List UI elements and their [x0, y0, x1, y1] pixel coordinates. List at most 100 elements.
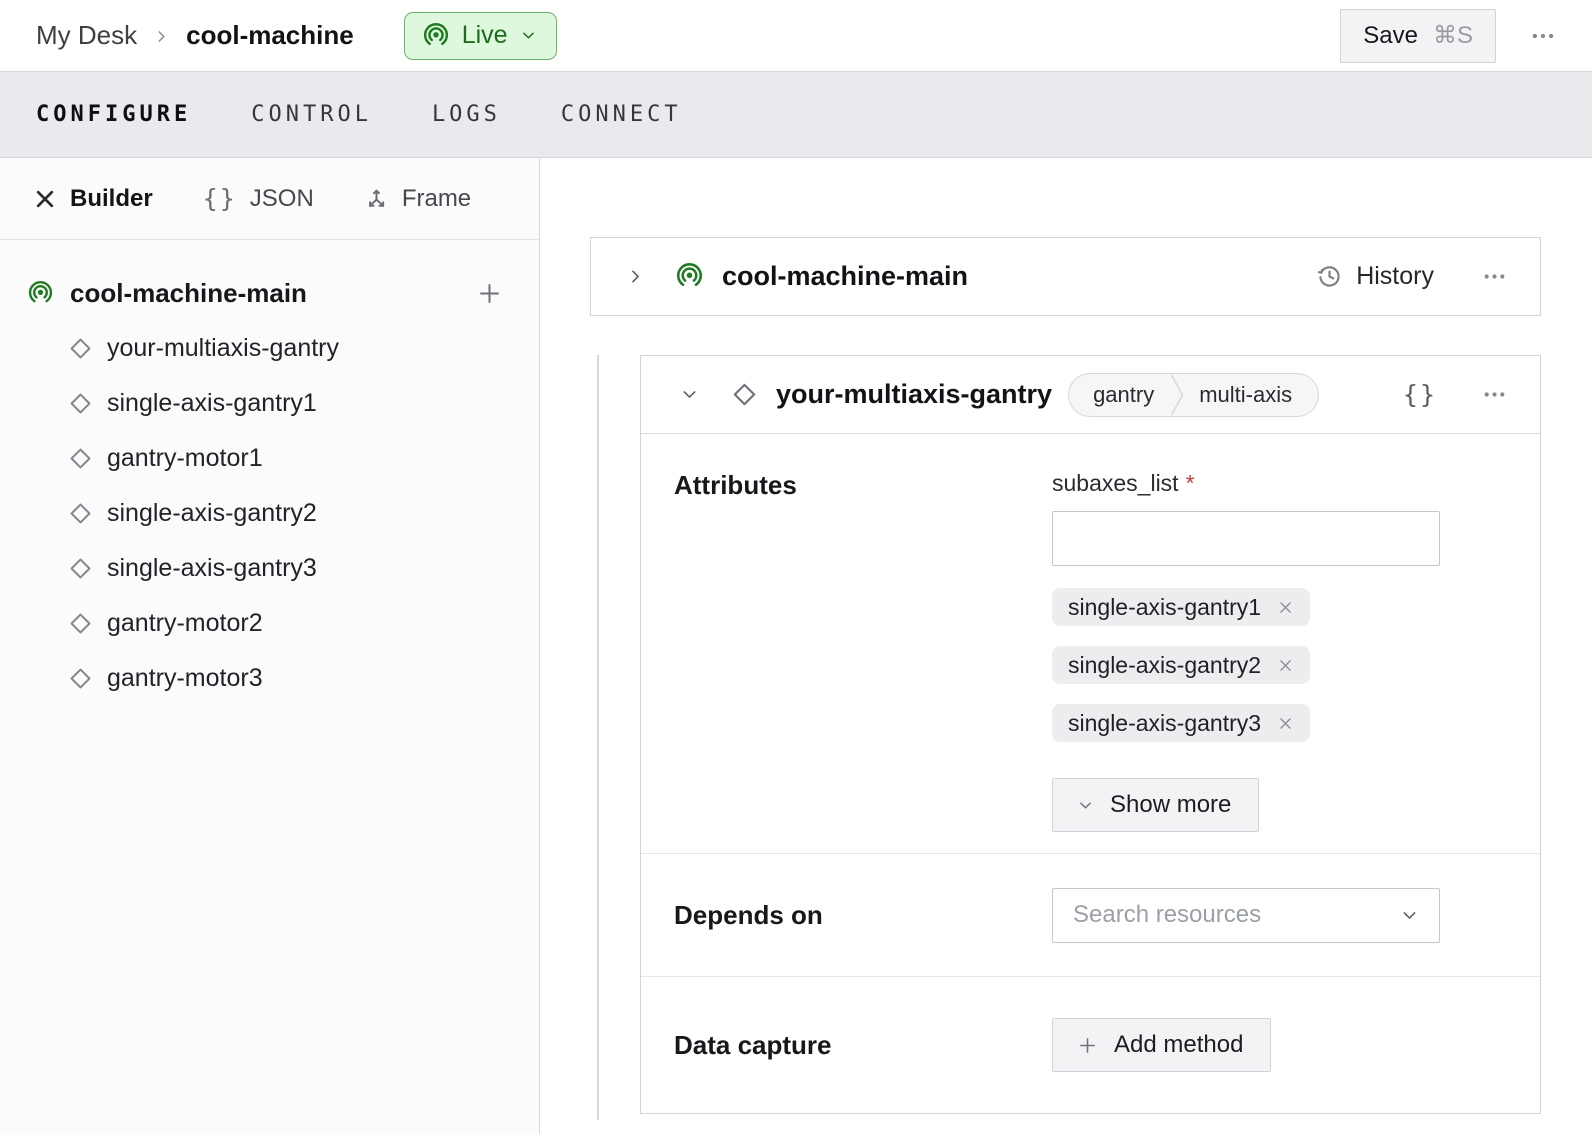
tag-gantry: gantry	[1069, 374, 1170, 416]
frame-axes-icon	[364, 186, 389, 211]
history-clock-icon	[1316, 263, 1343, 290]
plus-icon	[476, 280, 503, 307]
tree-root-label: cool-machine-main	[70, 278, 307, 309]
subaxes-field-name: subaxes_list	[1052, 470, 1179, 496]
chevron-right-icon	[626, 267, 645, 286]
tree-item-single-axis-gantry1[interactable]: single-axis-gantry1	[0, 376, 539, 431]
breadcrumb: My Desk cool-machine	[36, 20, 354, 51]
machine-card-title: cool-machine-main	[722, 261, 968, 292]
tree-item-your-multiaxis-gantry[interactable]: your-multiaxis-gantry	[0, 321, 539, 376]
add-resource-button[interactable]	[476, 280, 503, 307]
resource-type-tags: gantry multi-axis	[1068, 373, 1319, 417]
live-status-label: Live	[462, 21, 508, 50]
view-builder-label: Builder	[70, 185, 153, 213]
tree-item-label: gantry-motor1	[107, 444, 263, 473]
json-mode-toggle-button[interactable]: {}	[1403, 380, 1437, 409]
tab-control[interactable]: CONTROL	[251, 102, 372, 127]
component-diamond-icon	[68, 556, 93, 581]
chevron-down-icon	[520, 27, 537, 44]
subaxes-field-label: subaxes_list *	[1052, 470, 1440, 496]
chip-single-axis-gantry2: single-axis-gantry2	[1052, 646, 1310, 684]
machine-card-menu-button[interactable]	[1474, 256, 1515, 297]
tree-item-gantry-motor3[interactable]: gantry-motor3	[0, 651, 539, 706]
add-method-label: Add method	[1114, 1031, 1243, 1059]
data-capture-heading: Data capture	[674, 1030, 1052, 1061]
tree-item-single-axis-gantry3[interactable]: single-axis-gantry3	[0, 541, 539, 596]
attributes-section: Attributes subaxes_list * single-axis-gan…	[641, 434, 1540, 854]
config-main-panel: cool-machine-main History your-mul	[540, 158, 1592, 1134]
chevron-right-icon	[153, 28, 170, 45]
component-diamond-icon	[68, 611, 93, 636]
save-shortcut-hint: ⌘S	[1433, 21, 1473, 50]
component-diamond-icon	[68, 336, 93, 361]
expand-machine-card-button[interactable]	[618, 259, 653, 294]
tree-item-label: single-axis-gantry3	[107, 554, 317, 583]
tag-separator-chevron	[1170, 374, 1185, 416]
subaxes-chip-list: single-axis-gantry1 single-axis-gantry2	[1052, 588, 1440, 742]
tag-multi-axis: multi-axis	[1185, 374, 1318, 416]
view-tab-json[interactable]: {} JSON	[203, 184, 314, 213]
subaxes-input[interactable]	[1052, 511, 1440, 566]
chevron-down-icon	[1400, 906, 1419, 925]
resource-card-title: your-multiaxis-gantry	[776, 379, 1052, 410]
show-more-button[interactable]: Show more	[1052, 778, 1259, 832]
chevron-down-icon	[680, 385, 699, 404]
tree-item-gantry-motor2[interactable]: gantry-motor2	[0, 596, 539, 651]
tab-configure[interactable]: CONFIGURE	[36, 102, 191, 127]
view-tab-builder[interactable]: Builder	[33, 185, 153, 213]
component-diamond-icon	[68, 446, 93, 471]
history-button[interactable]: History	[1316, 262, 1434, 291]
save-button[interactable]: Save ⌘S	[1340, 9, 1496, 63]
remove-chip-button[interactable]	[1274, 712, 1297, 735]
tree-item-label: gantry-motor2	[107, 609, 263, 638]
chip-single-axis-gantry3: single-axis-gantry3	[1052, 704, 1310, 742]
add-method-button[interactable]: Add method	[1052, 1018, 1271, 1072]
data-capture-section: Data capture Add method	[641, 977, 1540, 1113]
close-icon	[1276, 714, 1295, 733]
breadcrumb-parent-link[interactable]: My Desk	[36, 20, 137, 51]
tree-item-machine-root[interactable]: cool-machine-main	[0, 265, 539, 321]
collapse-resource-card-button[interactable]	[672, 377, 707, 412]
required-marker: *	[1186, 470, 1195, 496]
ellipsis-icon	[1530, 23, 1556, 49]
save-label: Save	[1363, 22, 1418, 50]
tree-item-single-axis-gantry2[interactable]: single-axis-gantry2	[0, 486, 539, 541]
header-overflow-menu-button[interactable]	[1522, 15, 1564, 57]
view-frame-label: Frame	[402, 185, 471, 213]
config-sidebar: Builder {} JSON Frame cool-machine-main	[0, 158, 540, 1134]
view-tab-frame[interactable]: Frame	[364, 185, 471, 213]
top-header: My Desk cool-machine Live Save ⌘S	[0, 0, 1592, 71]
resource-card-menu-button[interactable]	[1474, 374, 1515, 415]
depends-on-section: Depends on Search resources	[641, 854, 1540, 977]
machine-tab-bar: CONFIGURE CONTROL LOGS CONNECT	[0, 71, 1592, 158]
resource-tree: cool-machine-main your-multiaxis-gantry …	[0, 240, 539, 706]
machine-part-card: cool-machine-main History	[590, 237, 1541, 316]
remove-chip-button[interactable]	[1274, 654, 1297, 677]
remove-chip-button[interactable]	[1274, 596, 1297, 619]
component-diamond-icon	[68, 391, 93, 416]
ellipsis-icon	[1482, 264, 1507, 289]
plus-icon	[1077, 1035, 1098, 1056]
tree-item-gantry-motor1[interactable]: gantry-motor1	[0, 431, 539, 486]
component-diamond-icon	[68, 666, 93, 691]
live-status-button[interactable]: Live	[404, 12, 557, 60]
depends-on-placeholder: Search resources	[1073, 901, 1261, 929]
tools-icon	[33, 187, 57, 211]
component-diamond-icon	[68, 501, 93, 526]
tab-logs[interactable]: LOGS	[432, 102, 501, 127]
tree-item-label: gantry-motor3	[107, 664, 263, 693]
chip-single-axis-gantry1: single-axis-gantry1	[1052, 588, 1310, 626]
depends-on-select[interactable]: Search resources	[1052, 888, 1440, 943]
attributes-heading: Attributes	[674, 470, 1052, 853]
tab-connect[interactable]: CONNECT	[561, 102, 682, 127]
chip-label: single-axis-gantry3	[1068, 710, 1261, 737]
machine-part-icon	[675, 262, 704, 291]
tree-item-label: single-axis-gantry1	[107, 389, 317, 418]
chip-label: single-axis-gantry2	[1068, 652, 1261, 679]
tree-connector-line	[597, 355, 599, 1120]
braces-icon: {}	[203, 184, 237, 213]
view-switcher: Builder {} JSON Frame	[0, 158, 539, 240]
depends-on-heading: Depends on	[674, 900, 1052, 931]
close-icon	[1276, 656, 1295, 675]
